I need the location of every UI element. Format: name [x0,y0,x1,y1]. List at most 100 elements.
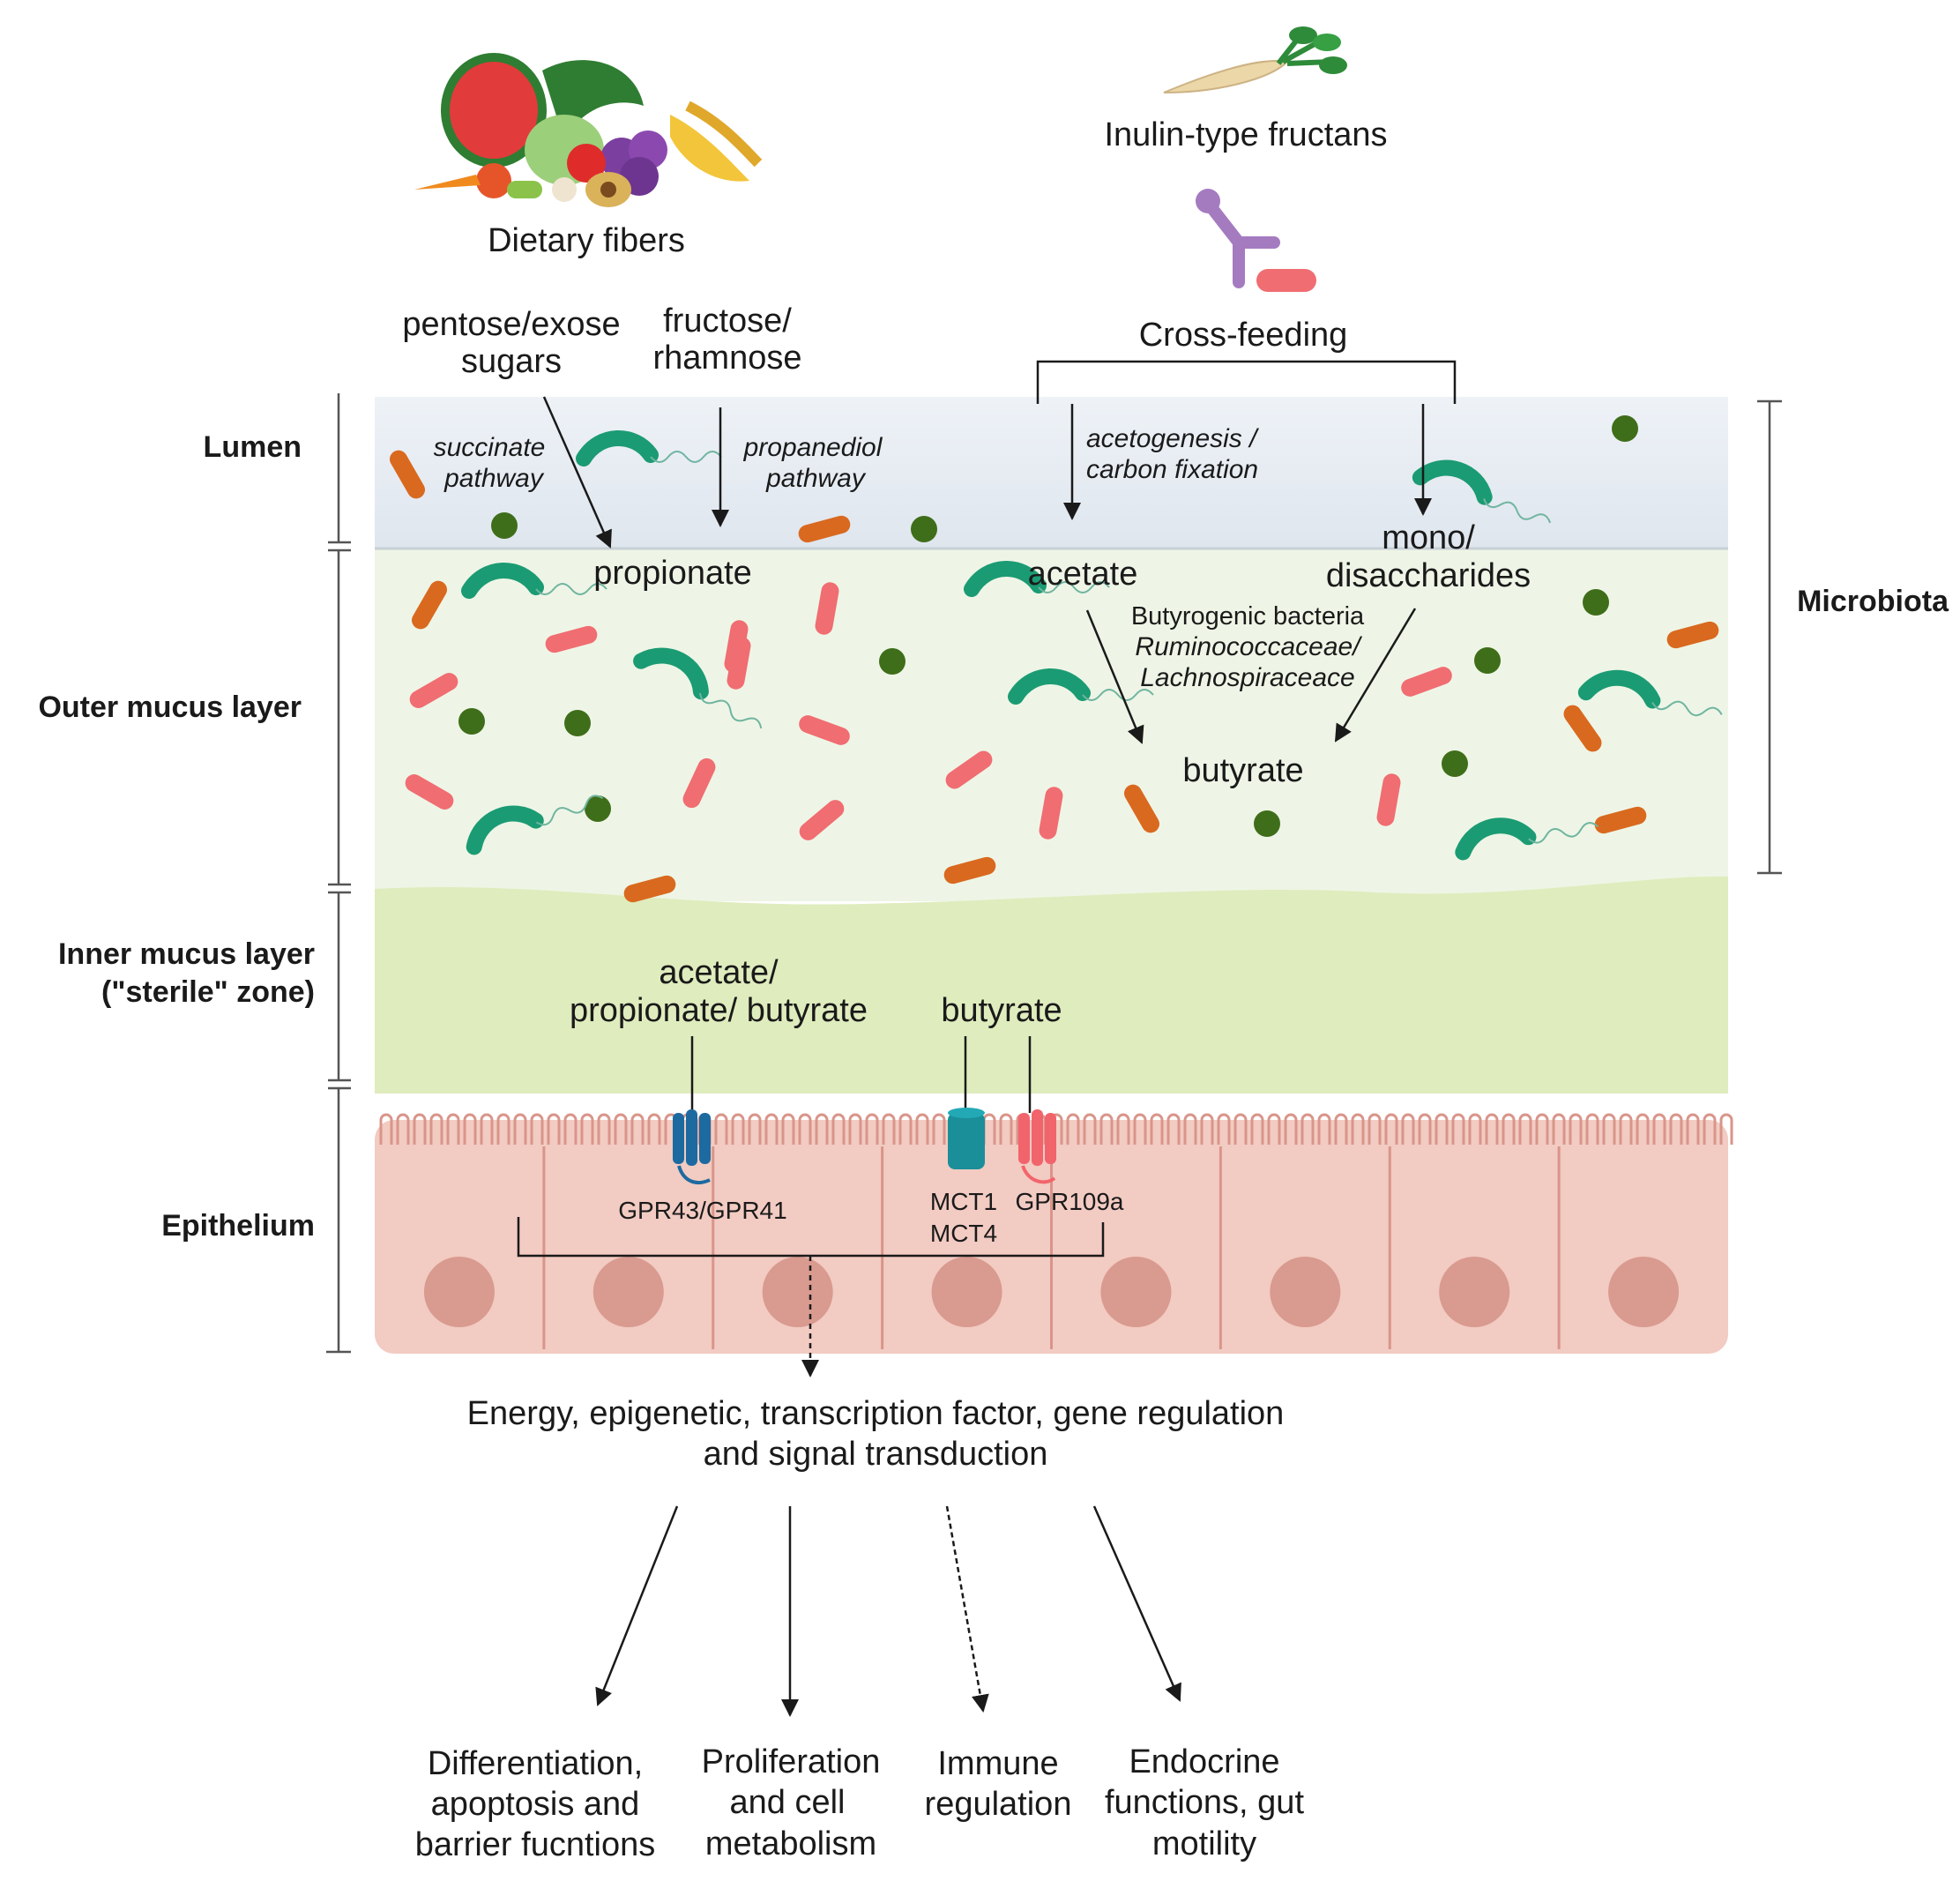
microbiota-bacteria [390,415,1723,903]
mct4-label: MCT4 [930,1220,997,1247]
cross-feeding-label: Cross-feeding [1139,317,1348,354]
flagellum [1651,700,1723,717]
left-layer-brackets [326,393,351,1354]
acetogenesis-line2: carbon fixation [1086,455,1258,484]
dietary-fibers-icon [414,53,763,207]
outcome-proliferation-line1: Proliferation [702,1743,881,1780]
gpr109a-label: GPR109a [1016,1188,1124,1215]
succinate-pathway-line1: succinate [434,433,546,462]
propionate-label: propionate [593,555,752,592]
inner-mucus-side-label-line1: Inner mucus layer [58,937,315,971]
flagellum [1082,689,1154,701]
outcome-differentiation-line1: Differentiation, [428,1745,643,1782]
flagellum [698,692,763,729]
rod-bacterium [727,637,751,690]
rod-bacterium [1666,621,1719,649]
outcome-endocrine-line2: functions, gut [1105,1784,1304,1821]
butyrogenic-line1: Butyrogenic bacteria [1131,602,1365,631]
rod-bacterium [799,715,850,745]
mct-transporter-icon [948,1108,985,1169]
curved-bacterium [576,430,659,467]
cell-nucleus [423,1257,495,1327]
rod-bacterium [682,758,716,809]
cell-nucleus [1270,1257,1341,1327]
mono-disaccharides-line2: disaccharides [1326,557,1531,594]
coccus-bacterium [1254,810,1280,837]
coccus-bacterium [491,512,518,539]
curved-bacterium [1455,817,1537,861]
rod-bacterium [1376,773,1401,826]
curved-bacterium [461,563,544,599]
fructose-label-line2: rhamnose [653,340,802,377]
flagellum [1528,822,1599,844]
rod-bacterium [545,625,598,653]
inner-mucus-side-label-line2: ("sterile" zone) [101,975,315,1009]
pathway-arrows [542,396,1432,744]
microbiota-side-label: Microbiota [1797,585,1949,618]
outcome-proliferation-line3: metabolism [705,1825,876,1862]
outcome-immune-line2: regulation [925,1786,1072,1823]
cell-nucleus [1608,1257,1680,1327]
receptor-connectors [690,1036,1032,1113]
curved-bacterium [1577,669,1661,709]
outcome-endocrine-line1: Endocrine [1129,1743,1279,1780]
rod-bacterium [390,450,425,499]
curved-bacterium [1008,668,1091,705]
cell-nucleus [931,1257,1002,1327]
rod-bacterium [799,800,845,840]
epithelium-side-label: Epithelium [161,1209,315,1243]
rod-bacterium [1563,705,1602,752]
inner-mucus-layer [375,876,1728,1094]
microbiota-bracket [1757,399,1782,875]
outcome-differentiation-line2: apoptosis and [431,1786,640,1823]
cross-feeding-bracket [1036,360,1457,404]
gpr43-receptor-icon [673,1109,711,1184]
mono-disaccharides-line1: mono/ [1382,519,1475,556]
outcome-arrows [595,1505,1181,1717]
flagellum [1483,498,1552,524]
coccus-bacterium [564,710,591,736]
fructose-label-line1: fructose/ [663,302,792,340]
flagellum [535,583,607,595]
effects-summary-line2: and signal transduction [704,1436,1048,1473]
curved-bacterium [633,647,709,700]
cell-nucleus [592,1257,664,1327]
rod-bacterium [1594,806,1647,834]
curved-bacterium [964,561,1047,597]
rod-bacterium [798,515,851,543]
cell-nucleus [1100,1257,1172,1327]
butyrogenic-line3: Lachnospiraceace [1140,663,1355,692]
propanediol-pathway-line1: propanediol [743,433,883,462]
scfa-receptor-label-line1: acetate/ [659,954,779,991]
cross-feeding-icon [1196,189,1316,292]
outcome-differentiation-line3: barrier fucntions [415,1826,655,1863]
coccus-bacterium [1583,589,1609,616]
rod-bacterium [1039,787,1063,840]
butyrate-receptor-label: butyrate [941,992,1062,1029]
rod-bacterium [405,774,454,810]
rod-bacterium [412,580,447,630]
flagellum [650,451,722,463]
epithelium-layer [375,1113,1733,1354]
gpr43-label: GPR43/GPR41 [618,1197,786,1224]
coccus-bacterium [911,516,937,542]
succinate-pathway-line2: pathway [443,464,545,493]
rod-bacterium [945,750,993,789]
butyrogenic-line2: Ruminococcaceae/ [1135,632,1362,661]
flagellum [535,795,604,826]
coccus-bacterium [1474,647,1501,674]
curved-bacterium [1412,459,1493,505]
rod-bacterium [623,875,676,903]
coccus-bacterium [1442,750,1468,777]
lumen-side-label: Lumen [204,430,302,464]
outcome-immune-line1: Immune [937,1745,1058,1782]
outcome-endocrine-line3: motility [1152,1825,1256,1862]
cell-nucleus [762,1257,833,1327]
gpr109a-receptor-icon [1018,1109,1056,1184]
propanediol-pathway-line2: pathway [765,464,867,493]
outcome-proliferation-line2: and cell [730,1784,846,1821]
scfa-receptor-label-line2: propionate/ butyrate [570,992,868,1029]
inulin-root-icon [1163,26,1347,93]
inulin-label: Inulin-type fructans [1104,116,1387,153]
